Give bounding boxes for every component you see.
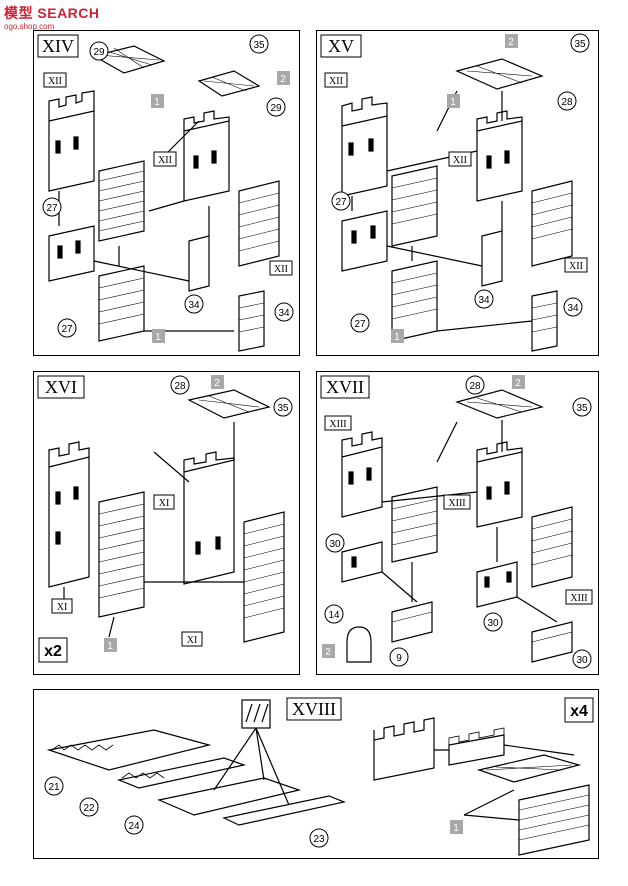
tag-label: 2	[325, 647, 331, 658]
step-number-xvii: XVII	[326, 377, 364, 397]
part-label: 29	[270, 103, 282, 114]
part-label: 27	[46, 203, 58, 214]
step-panel-xv: XV 2 35 1 28 XII XII XII 27 27 1 34 34	[316, 30, 599, 356]
multiplier-label: x4	[570, 703, 588, 720]
step-xvi-diagram: XVI 28 2 35 XI XI XI 1 x2	[37, 375, 293, 663]
part-label: 35	[277, 403, 289, 414]
step-panel-xvi: XVI 28 2 35 XI XI XI 1 x2	[33, 371, 300, 675]
part-label: XIII	[329, 419, 346, 430]
step-number-xviii: XVIII	[292, 699, 336, 719]
part-label: XII	[48, 76, 62, 87]
tag-label: 1	[453, 823, 459, 834]
part-label: XII	[329, 76, 343, 87]
watermark-brand: 模型 SEARCH	[4, 5, 100, 21]
step-panel-xvii: XVII 28 2 35 XIII XIII XIII 30 30 30 14 …	[316, 371, 599, 675]
part-label: XIII	[448, 498, 465, 509]
part-label: XII	[453, 155, 467, 166]
part-label: 21	[48, 782, 60, 793]
multiplier-label: x2	[44, 643, 62, 660]
part-label: XIII	[570, 593, 587, 604]
step-number-xvi: XVI	[45, 377, 77, 397]
part-label: 34	[188, 300, 200, 311]
part-label: XI	[187, 635, 198, 646]
tag-label: 1	[155, 332, 161, 343]
part-label: 30	[487, 618, 499, 629]
part-label: 35	[253, 40, 265, 51]
tag-label: 1	[107, 641, 113, 652]
step-xvii-diagram: XVII 28 2 35 XIII XIII XIII 30 30 30 14 …	[320, 375, 593, 669]
part-label: 35	[576, 403, 588, 414]
part-label: XI	[159, 498, 170, 509]
step-number-xiv: XIV	[42, 36, 74, 56]
part-label: XI	[57, 602, 68, 613]
part-label: 23	[313, 834, 325, 845]
tag-label: 1	[394, 332, 400, 343]
part-label: 27	[335, 197, 347, 208]
part-label: 30	[329, 539, 341, 550]
part-label: XII	[569, 261, 583, 272]
step-panel-xiv: XIV 29 35 2 29 1 XII XII XII 27 27 1 34 …	[33, 30, 300, 356]
part-label: 27	[61, 324, 73, 335]
part-label: 34	[567, 303, 579, 314]
step-panel-xviii: XVIII 21 22 24 23 1 x4	[33, 689, 599, 859]
step-xv-diagram: XV 2 35 1 28 XII XII XII 27 27 1 34 34	[320, 33, 590, 352]
part-label: 35	[574, 39, 586, 50]
part-label: 9	[396, 653, 402, 664]
part-label: 34	[478, 295, 490, 306]
part-label: 28	[469, 381, 481, 392]
tag-label: 2	[280, 74, 286, 85]
part-label: 34	[278, 308, 290, 319]
part-label: 14	[328, 610, 340, 621]
part-label: XII	[274, 264, 288, 275]
step-xiv-diagram: XIV 29 35 2 29 1 XII XII XII 27 27 1 34 …	[37, 34, 294, 352]
tag-label: 1	[154, 97, 160, 108]
part-label: 27	[354, 319, 366, 330]
tag-label: 2	[214, 378, 220, 389]
watermark-url: ogo.shop.com	[4, 22, 55, 31]
tag-label: 2	[515, 378, 521, 389]
step-number-xv: XV	[328, 36, 354, 56]
part-label: 28	[174, 381, 186, 392]
tag-label: 1	[450, 97, 456, 108]
part-label: 30	[576, 655, 588, 666]
step-xviii-diagram: XVIII 21 22 24 23 1 x4	[44, 697, 594, 856]
tag-label: 2	[508, 37, 514, 48]
part-label: 28	[561, 97, 573, 108]
part-label: 24	[128, 821, 140, 832]
part-label: XII	[158, 155, 172, 166]
part-label: 22	[83, 803, 95, 814]
part-label: 29	[93, 47, 105, 58]
